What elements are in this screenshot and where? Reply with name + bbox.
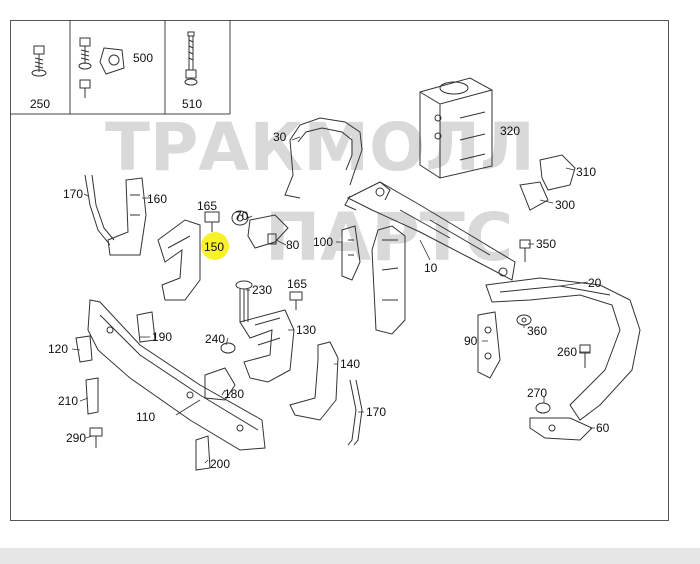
label-60: 60 (596, 421, 610, 435)
label-110: 110 (136, 410, 155, 424)
leader-lines (71, 136, 595, 464)
highlight-marker (201, 232, 229, 260)
label-200: 200 (210, 457, 230, 471)
label-170-right: 170 (366, 405, 386, 419)
bolt-165-lower-icon (289, 291, 303, 310)
label-310: 310 (576, 165, 596, 179)
part-320-mount (419, 77, 493, 179)
legend-label-250: 250 (30, 97, 50, 111)
label-230: 230 (252, 283, 272, 297)
label-120: 120 (48, 342, 68, 356)
label-150: 150 (204, 240, 224, 254)
bolt-350-icon (519, 239, 531, 262)
bolt-290-icon (89, 427, 103, 448)
label-350: 350 (536, 237, 556, 251)
part-100-bracket (341, 225, 361, 281)
label-165-top: 165 (197, 199, 217, 213)
part-170-seal-left (84, 174, 115, 246)
part-170-seal-right (347, 379, 363, 446)
part-10-crossmember (344, 181, 516, 281)
diagram-frame (10, 20, 669, 521)
part-160-bracket (107, 177, 147, 256)
label-300: 300 (555, 198, 575, 212)
label-210: 210 (58, 394, 78, 408)
part-30-bracket (284, 117, 363, 199)
label-80: 80 (286, 238, 300, 252)
bolt-260-icon (579, 344, 591, 368)
label-30: 30 (273, 130, 287, 144)
part-110-bumper-beam (87, 299, 266, 451)
label-160: 160 (147, 192, 167, 206)
label-130: 130 (296, 323, 316, 337)
part-190-bracket (136, 311, 156, 343)
nut-240-icon (220, 342, 236, 354)
label-190: 190 (152, 330, 172, 344)
part-support-vertical (371, 225, 406, 335)
label-270: 270 (527, 386, 547, 400)
label-320: 320 (500, 124, 520, 138)
part-310-bracket (519, 154, 576, 211)
legend-box (10, 20, 231, 115)
label-360: 360 (527, 324, 547, 338)
nut-270-icon (535, 402, 551, 414)
part-90-bracket (477, 311, 501, 379)
legend-label-500: 500 (133, 51, 153, 65)
part-180-bracket (204, 367, 236, 401)
part-210-bracket (85, 377, 99, 415)
bolt-165-top-icon (204, 211, 220, 232)
part-140-bracket (289, 341, 339, 421)
label-260: 260 (557, 345, 577, 359)
label-180: 180 (224, 387, 244, 401)
bolt-120-icon (75, 335, 93, 363)
label-165-lower: 165 (287, 277, 307, 291)
part-labels: 30 320 310 300 350 10 20 360 90 260 270 … (48, 124, 610, 471)
label-100: 100 (313, 235, 333, 249)
label-140: 140 (340, 357, 360, 371)
label-20: 20 (588, 276, 602, 290)
part-60-bracket (529, 417, 593, 441)
label-10: 10 (424, 261, 438, 275)
part-80-bracket (247, 214, 289, 249)
label-290: 290 (66, 431, 86, 445)
label-90: 90 (464, 334, 478, 348)
bottom-bar (0, 548, 700, 564)
label-170-left: 170 (63, 187, 83, 201)
part-150-bracket (157, 219, 201, 301)
watermark-line2: ПАРТС (265, 199, 513, 276)
label-240: 240 (205, 332, 225, 346)
label-70: 70 (235, 209, 249, 223)
bolt-500-icon (78, 37, 125, 98)
bolt-250-icon (31, 45, 47, 77)
part-130-bracket (239, 309, 295, 383)
watermark-line1: ТРАКМОЛЛ (105, 109, 535, 186)
bolt-230-icon (235, 280, 253, 322)
part-200-bracket (195, 435, 211, 471)
legend-label-510: 510 (182, 97, 202, 111)
bolt-510-icon (184, 31, 198, 86)
